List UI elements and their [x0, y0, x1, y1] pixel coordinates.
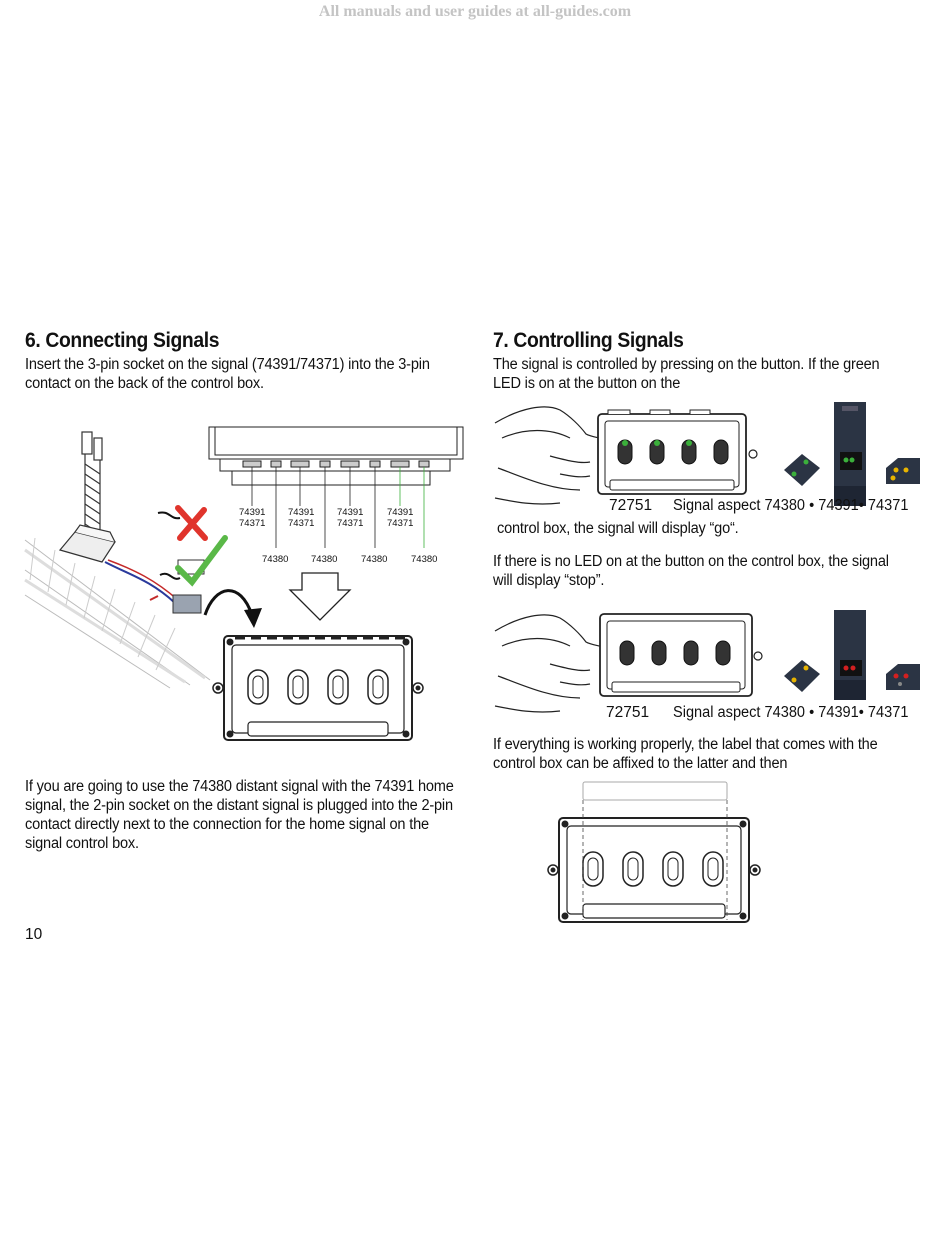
pin-label-bottom-3: 74380 [361, 554, 387, 565]
control-box-back-view [208, 426, 464, 548]
curved-arrow-icon [203, 589, 254, 616]
figure-1-aspect-caption: Signal aspect 74380 • 74391• 74371 [673, 497, 909, 514]
signal-74380-green [784, 454, 820, 486]
buttons-row [619, 640, 731, 666]
signal-74391-green [834, 402, 866, 506]
signal-74391-stop [834, 610, 866, 700]
figure-go-illustration [494, 402, 920, 506]
section-7-intro: The signal is controlled by pressing on … [493, 356, 880, 392]
label-description: If everything is working properly, the l… [493, 736, 878, 772]
pin-label-bottom-2: 74380 [311, 554, 337, 565]
section-6-intro: Insert the 3-pin socket on the signal (7… [25, 356, 430, 392]
cross-mark-icon [157, 505, 208, 541]
section-7-title: 7. Controlling Signals [493, 329, 684, 352]
figure-2-part-number: 72751 [606, 704, 650, 721]
go-description: control box, the signal will display “go… [497, 520, 739, 537]
pin-label-bottom-4: 74380 [411, 554, 437, 565]
signal-74371-stop [886, 664, 920, 690]
figure-1-part-number: 72751 [609, 497, 653, 514]
down-arrow-icon [288, 572, 352, 621]
plug-illustration [172, 594, 202, 614]
label-strip [582, 781, 728, 801]
figure-stop-illustration [494, 610, 920, 713]
track-illustration [24, 537, 211, 689]
stop-description: If there is no LED on at the button on t… [493, 553, 889, 589]
buttons-row [617, 439, 729, 465]
pin-label-bottom-1: 74380 [262, 554, 288, 565]
control-box-front-view [212, 635, 424, 741]
signal-74371-green [886, 458, 920, 484]
figure-2-aspect-caption: Signal aspect 74380 • 74391• 74371 [673, 704, 909, 721]
section-6-title: 6. Connecting Signals [25, 329, 220, 352]
signal-74380-stop [784, 660, 820, 692]
signal-mast-illustration [58, 431, 116, 563]
page-number: 10 [25, 926, 43, 943]
section-6-body: If you are going to use the 74380 distan… [25, 778, 454, 852]
check-mark-icon [159, 535, 228, 587]
watermark: All manuals and user guides at all-guide… [318, 3, 632, 20]
label-affix-illustration [547, 781, 761, 923]
